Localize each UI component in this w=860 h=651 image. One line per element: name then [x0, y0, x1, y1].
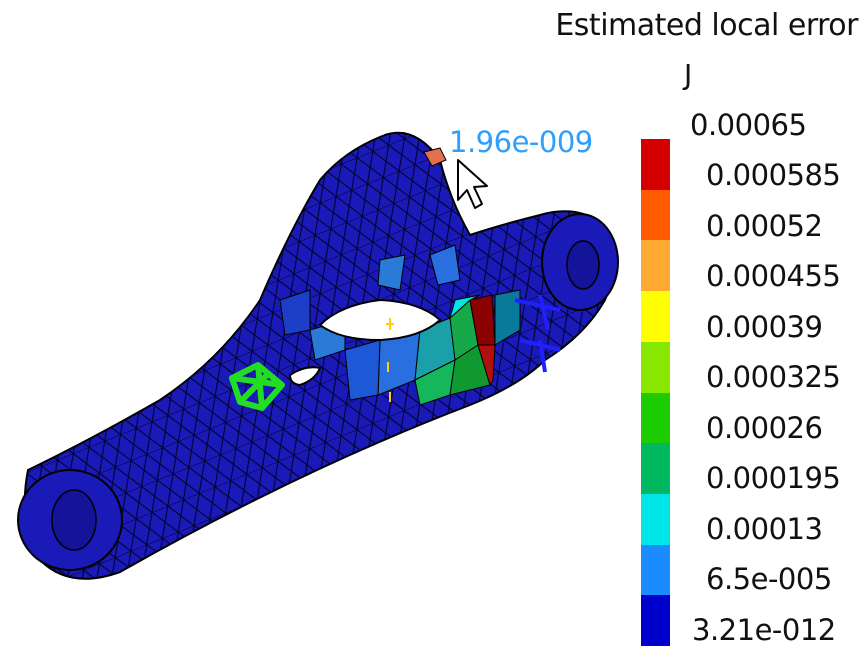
scale-tick-label: 6.5e-005 — [706, 562, 832, 596]
color-scale-bar — [641, 139, 670, 647]
load-marker — [386, 318, 394, 402]
scale-color-segment — [641, 392, 670, 444]
scale-tick-label: 0.000195 — [706, 461, 841, 495]
right-boss-hole — [566, 240, 600, 290]
scale-tick-label: 0.000585 — [706, 158, 841, 192]
scale-tick-label: 0.00065 — [690, 108, 807, 142]
scale-color-segment — [641, 240, 670, 292]
scale-color-segment — [641, 544, 670, 596]
scale-tick-label: 0.000455 — [706, 259, 841, 293]
scale-tick-label: 3.21e-012 — [692, 613, 836, 647]
legend-unit: J — [684, 58, 693, 91]
scale-color-segment — [641, 595, 670, 647]
scale-color-segment — [641, 139, 670, 190]
scale-color-segment — [641, 443, 670, 494]
scale-tick-label: 0.00039 — [706, 310, 823, 344]
scale-tick-label: 0.00026 — [706, 411, 823, 445]
scale-tick-label: 0.00052 — [706, 209, 823, 243]
scale-color-segment — [641, 291, 670, 342]
scale-color-segment — [641, 341, 670, 393]
scale-tick-label: 0.000325 — [706, 360, 841, 394]
scale-tick-label: 0.00013 — [706, 512, 823, 546]
legend-title: Estimated local error — [555, 8, 858, 43]
probe-value-label: 1.96e-009 — [449, 125, 593, 159]
part-hole — [318, 298, 442, 342]
left-boss-hole — [51, 489, 97, 551]
scale-color-segment — [641, 189, 670, 241]
probe-hotspot — [423, 147, 447, 167]
scale-color-segment — [641, 493, 670, 545]
mouse-cursor-icon — [457, 159, 488, 209]
clamp-restraint-icon — [229, 362, 285, 411]
part-hole — [288, 366, 322, 387]
force-arrow-icon — [514, 294, 561, 373]
